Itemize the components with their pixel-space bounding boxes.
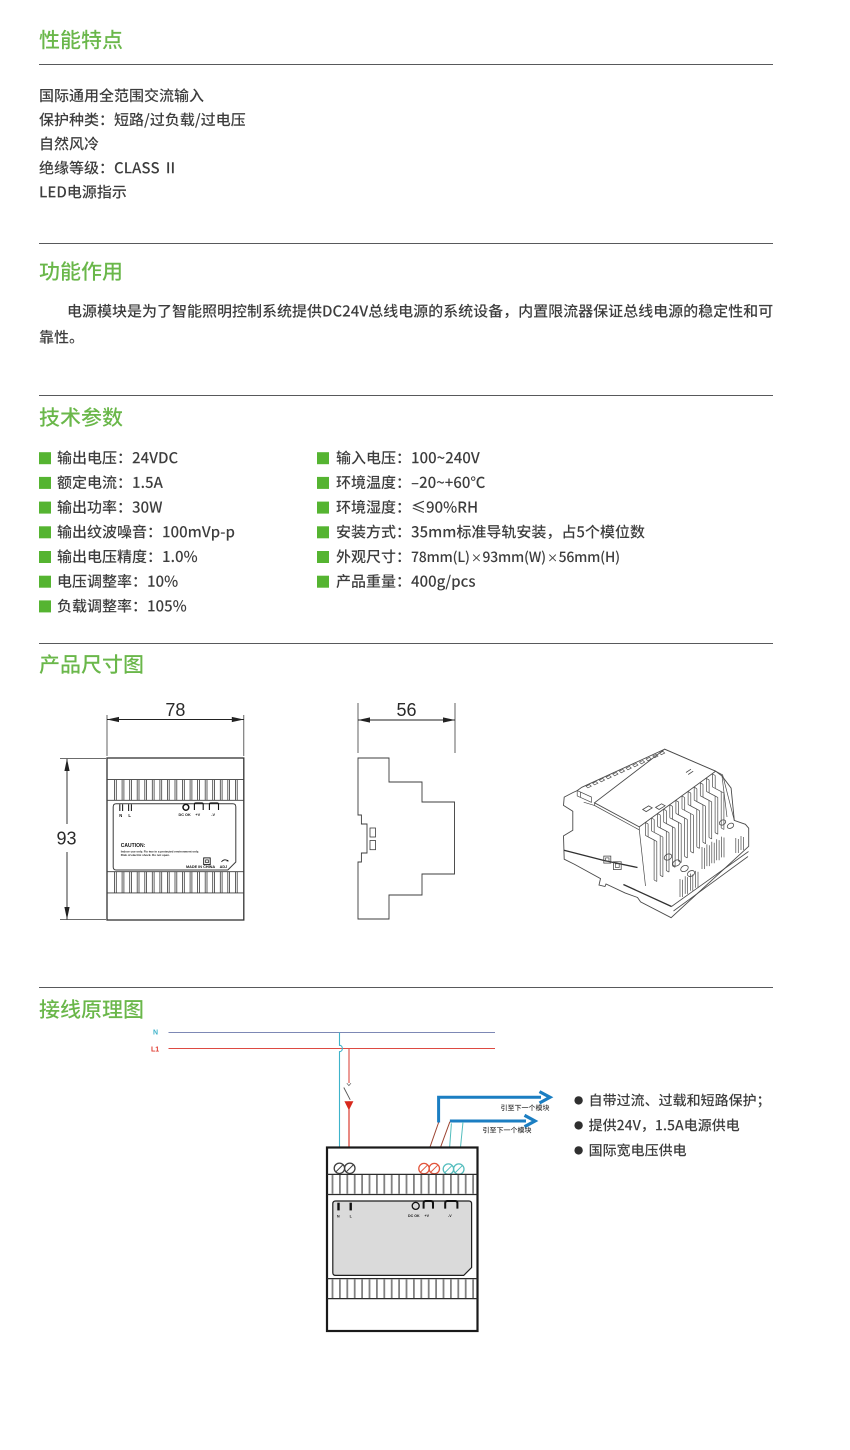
svg-text:56: 56 bbox=[396, 700, 416, 720]
svg-text:Indoor use only. Fix two in a: Indoor use only. Fix two in a protected … bbox=[121, 850, 199, 854]
svg-text:N: N bbox=[153, 1030, 158, 1037]
svg-text:ADJ: ADJ bbox=[220, 865, 228, 869]
svg-text:+V: +V bbox=[195, 813, 200, 817]
svg-text:93: 93 bbox=[56, 829, 76, 849]
svg-text:N: N bbox=[119, 813, 122, 818]
svg-text:-V: -V bbox=[448, 1214, 452, 1218]
svg-text:L: L bbox=[350, 1215, 353, 1219]
svg-text:+V: +V bbox=[425, 1214, 430, 1218]
svg-text:Risk of electric shock. Do not: Risk of electric shock. Do not open. bbox=[121, 853, 170, 857]
svg-text:CAUTION:: CAUTION: bbox=[121, 843, 146, 849]
svg-text:-V: -V bbox=[211, 813, 215, 817]
svg-text:MADE IN CHINA: MADE IN CHINA bbox=[186, 865, 215, 869]
svg-text:DC OK: DC OK bbox=[408, 1214, 420, 1218]
svg-text:L1: L1 bbox=[151, 1047, 159, 1054]
svg-text:N: N bbox=[337, 1215, 340, 1219]
svg-text:DC OK: DC OK bbox=[179, 813, 191, 817]
svg-text:L: L bbox=[128, 813, 131, 818]
svg-text:78: 78 bbox=[165, 700, 185, 720]
